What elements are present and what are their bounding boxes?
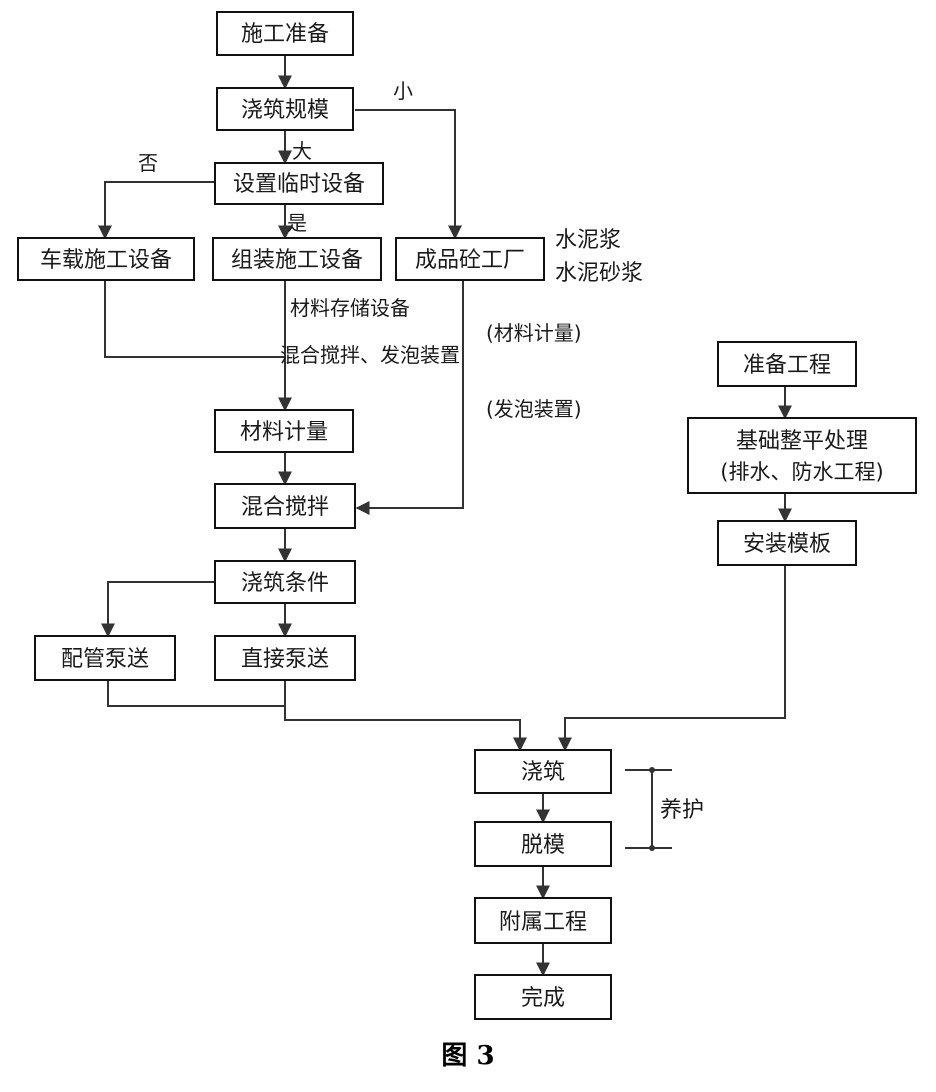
node-material-metering-label: 材料计量: [240, 420, 328, 445]
arrow-plant-to-mixing: [355, 280, 464, 515]
node-pour-conditions: 浇筑条件: [214, 560, 356, 604]
line-pipe-merge: [107, 680, 285, 707]
node-completion-label: 完成: [521, 986, 565, 1011]
label-cement-mortar: 水泥砂浆: [555, 261, 643, 286]
label-large: 大: [292, 139, 312, 163]
node-pipe-pumping: 配管泵送: [34, 635, 176, 681]
node-vehicle-equipment-label: 车载施工设备: [40, 248, 172, 273]
node-formwork: 安装模板: [717, 520, 857, 566]
connectors: [98, 55, 792, 977]
construction-flowchart: 施工准备 浇筑规模 设置临时设备 车载施工设备 组装施工设备 成品砼工厂 材料计…: [17, 11, 917, 1020]
label-metering-note: (材料计量): [486, 321, 582, 345]
node-pouring-label: 浇筑: [521, 760, 565, 785]
node-direct-pumping-label: 直接泵送: [241, 647, 329, 672]
node-prep-works: 准备工程: [717, 341, 857, 387]
arrow-temp-to-vehicle: [98, 181, 215, 240]
node-ancillary-label: 附属工程: [499, 910, 587, 935]
node-foundation: 基础整平处理 (排水、防水工程): [687, 417, 917, 494]
figure-caption: 图 3: [441, 1041, 495, 1071]
line-vehicle-merge: [104, 280, 285, 358]
node-pour-scale: 浇筑规模: [216, 87, 354, 131]
node-vehicle-equipment: 车载施工设备: [17, 237, 195, 281]
label-small: 小: [393, 79, 413, 103]
node-completion: 完成: [474, 974, 612, 1020]
node-temp-equipment: 设置临时设备: [214, 162, 384, 205]
node-concrete-plant: 成品砼工厂: [395, 237, 545, 281]
label-curing: 养护: [660, 798, 704, 823]
node-construction-prep: 施工准备: [216, 11, 354, 56]
node-ancillary: 附属工程: [474, 897, 612, 944]
node-foundation-label-1: 基础整平处理: [736, 429, 868, 454]
node-demolding: 脱模: [474, 821, 612, 867]
node-pour-scale-label: 浇筑规模: [241, 98, 329, 123]
node-formwork-label: 安装模板: [743, 532, 831, 557]
node-pour-conditions-label: 浇筑条件: [241, 571, 329, 596]
label-cement-paste: 水泥浆: [555, 228, 621, 253]
curing-bracket-dot-bottom: [649, 845, 655, 851]
node-mixing: 混合搅拌: [214, 483, 356, 529]
node-construction-prep-label: 施工准备: [241, 22, 329, 47]
label-mixing-foaming: 混合搅拌、发泡装置: [280, 343, 460, 367]
node-material-metering: 材料计量: [214, 409, 354, 453]
label-foaming-note: (发泡装置): [486, 397, 582, 421]
label-storage-equipment: 材料存储设备: [290, 296, 410, 320]
node-prep-works-label: 准备工程: [743, 353, 831, 378]
label-no: 否: [138, 151, 158, 175]
arrow-formwork-to-pouring: [558, 565, 786, 752]
node-assembled-equipment: 组装施工设备: [212, 237, 382, 281]
node-pipe-pumping-label: 配管泵送: [61, 647, 149, 672]
node-mixing-label: 混合搅拌: [241, 495, 329, 520]
node-temp-equipment-label: 设置临时设备: [233, 172, 365, 197]
node-assembled-equipment-label: 组装施工设备: [231, 248, 363, 273]
label-yes: 是: [287, 211, 307, 235]
curing-bracket-dot-top: [649, 767, 655, 773]
arrow-scale-to-plant: [355, 109, 462, 240]
node-pouring: 浇筑: [474, 749, 612, 794]
arrow-conditions-to-pipe: [101, 581, 215, 638]
node-direct-pumping: 直接泵送: [214, 635, 356, 681]
node-concrete-plant-label: 成品砼工厂: [415, 248, 525, 273]
node-foundation-label-2: (排水、防水工程): [720, 460, 883, 484]
arrow-direct-to-pouring: [284, 680, 527, 752]
node-demolding-label: 脱模: [521, 833, 565, 858]
